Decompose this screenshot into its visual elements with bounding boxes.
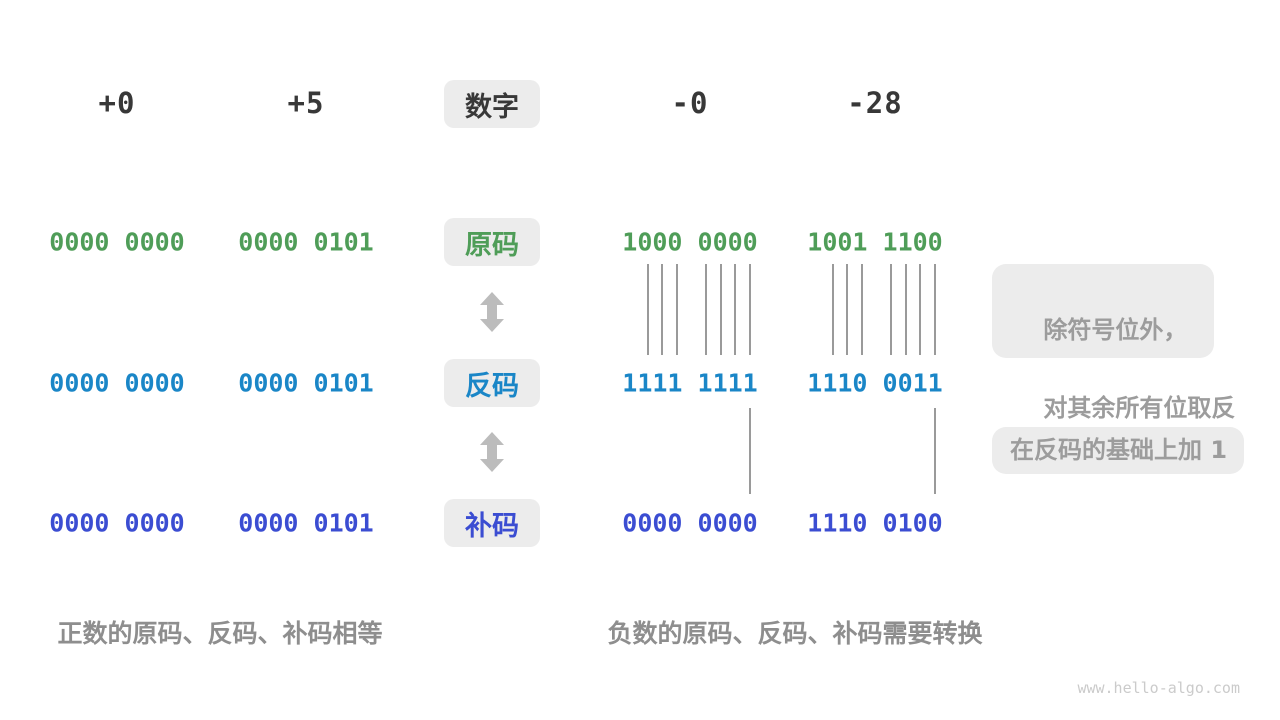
invert-tick-line xyxy=(919,264,921,355)
number-badge: 数字 xyxy=(444,80,540,128)
invert-tick-line xyxy=(749,264,751,355)
header-minus-zero: -0 xyxy=(671,86,709,120)
up-down-arrow-icon xyxy=(480,432,504,472)
invert-tick-line xyxy=(661,264,663,355)
invert-tick-line xyxy=(934,264,936,355)
invert-tick-line xyxy=(647,264,649,355)
ones-complement-badge: 反码 xyxy=(444,359,540,407)
invert-bits-line2: 对其余所有位取反 xyxy=(1043,394,1236,422)
twos-complement-minus-twenty-eight: 1110 0100 xyxy=(807,508,943,538)
invert-tick-line xyxy=(832,264,834,355)
invert-bits-line1: 除符号位外， xyxy=(1043,316,1188,344)
invert-tick-line xyxy=(705,264,707,355)
ones-complement-minus-zero: 1111 1111 xyxy=(622,368,758,398)
twos-complement-minus-zero: 0000 0000 xyxy=(622,508,758,538)
twos-complement-plus-five: 0000 0101 xyxy=(238,508,374,538)
invert-tick-line xyxy=(861,264,863,355)
sign-magnitude-badge: 原码 xyxy=(444,218,540,266)
positive-numbers-caption: 正数的原码、反码、补码相等 xyxy=(57,619,383,648)
add-one-tick-line xyxy=(934,408,936,494)
sign-magnitude-minus-twenty-eight: 1001 1100 xyxy=(807,227,943,257)
header-plus-zero: +0 xyxy=(98,86,136,120)
header-plus-five: +5 xyxy=(287,86,325,120)
twos-complement-plus-zero: 0000 0000 xyxy=(49,508,185,538)
ones-complement-plus-zero: 0000 0000 xyxy=(49,368,185,398)
invert-tick-line xyxy=(720,264,722,355)
invert-tick-line xyxy=(846,264,848,355)
sign-magnitude-minus-zero: 1000 0000 xyxy=(622,227,758,257)
up-down-arrow-icon xyxy=(480,292,504,332)
watermark-url: www.hello-algo.com xyxy=(1077,679,1240,697)
negative-numbers-caption: 负数的原码、反码、补码需要转换 xyxy=(607,619,983,648)
invert-tick-line xyxy=(676,264,678,355)
invert-tick-line xyxy=(734,264,736,355)
sign-magnitude-plus-five: 0000 0101 xyxy=(238,227,374,257)
twos-complement-badge: 补码 xyxy=(444,499,540,547)
add-one-annotation: 在反码的基础上加 1 xyxy=(992,427,1244,474)
header-minus-twenty-eight: -28 xyxy=(847,86,903,120)
invert-tick-line xyxy=(905,264,907,355)
invert-bits-annotation: 除符号位外， 对其余所有位取反 xyxy=(992,264,1235,422)
sign-magnitude-plus-zero: 0000 0000 xyxy=(49,227,185,257)
invert-tick-line xyxy=(890,264,892,355)
add-one-tick-line xyxy=(749,408,751,494)
ones-complement-minus-twenty-eight: 1110 0011 xyxy=(807,368,943,398)
ones-complement-plus-five: 0000 0101 xyxy=(238,368,374,398)
